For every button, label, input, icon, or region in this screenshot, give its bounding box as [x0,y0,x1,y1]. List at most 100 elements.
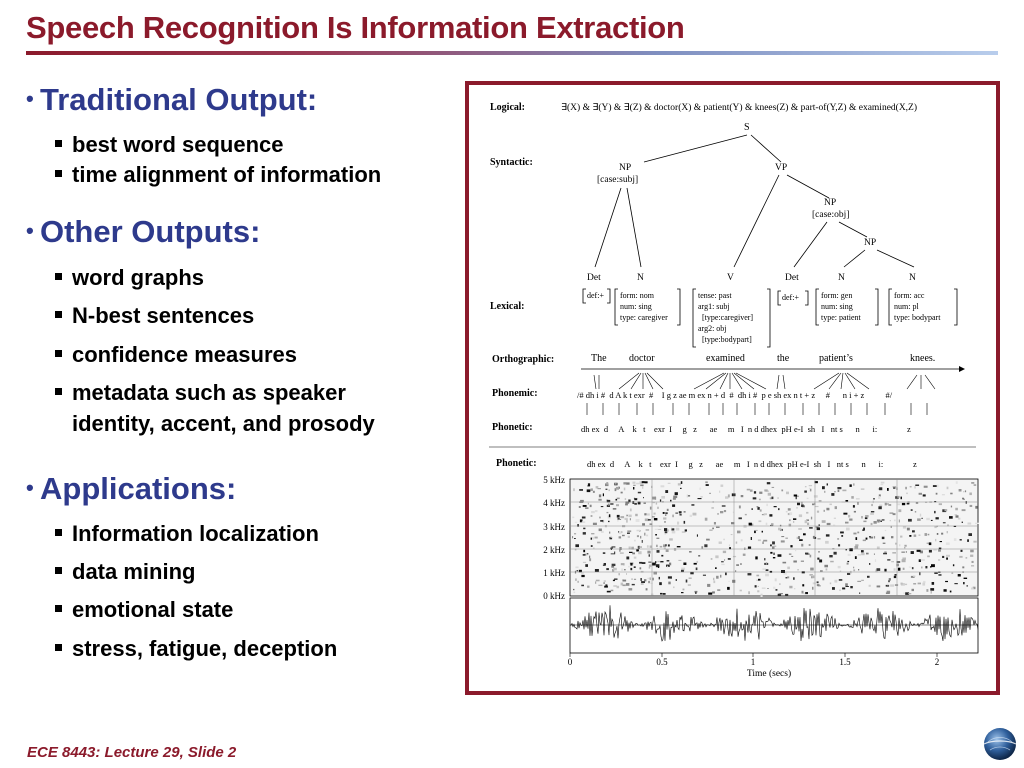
list-item: word graphs [55,262,204,293]
svg-text:form: gen: form: gen [821,291,852,300]
svg-text:1 kHz: 1 kHz [543,568,565,578]
word-the: The [591,353,607,364]
list-item: data mining [55,556,195,587]
svg-text:0 kHz: 0 kHz [543,591,565,601]
title-underline [26,51,998,55]
bullet-dot-icon: • [26,86,34,111]
list-item: best word sequence [55,129,284,160]
timeline-arrow-icon [959,366,965,372]
list-item: emotional state [55,594,233,625]
bullet-dot-icon: • [26,218,34,243]
svg-text:type: patient: type: patient [821,313,862,322]
svg-text:0: 0 [568,657,573,667]
svg-text:type: caregiver: type: caregiver [620,313,668,322]
tree-leaf-n2: N [838,273,845,283]
svg-text:num: sing: num: sing [821,302,853,311]
word-knees: knees. [910,353,935,364]
svg-text:[type:caregiver]: [type:caregiver] [702,313,753,322]
logical-label: Logical: [490,102,525,113]
svg-text:[type:bodypart]: [type:bodypart] [702,335,752,344]
svg-text:3 kHz: 3 kHz [543,522,565,532]
phoneme-phone-ticks [586,403,928,415]
section-heading-applications: •Applications: [26,471,237,506]
svg-text:4 kHz: 4 kHz [543,498,565,508]
tree-leaf-n3: N [909,273,916,283]
square-bullet-icon [55,140,62,147]
square-bullet-icon [55,273,62,280]
word-doctor: doctor [629,353,655,364]
square-bullet-icon [55,388,62,395]
phonetic-transcription-2: dh ex d A k t exr I g z ae m I n d dhex … [587,459,917,469]
tree-leaf-det2: Det [785,273,799,283]
square-bullet-icon [55,644,62,651]
svg-text:0.5: 0.5 [656,657,668,667]
tree-feature-subj: [case:subj] [597,175,638,185]
svg-text:num: sing: num: sing [620,302,652,311]
word-examined: examined [706,353,745,364]
list-item: Information localization [55,518,319,549]
phonetic-label-2: Phonetic: [496,458,537,469]
frequency-axis: 5 kHz 4 kHz 3 kHz 2 kHz 1 kHz 0 kHz [543,475,565,601]
lexical-brackets [582,288,958,348]
tree-node-np-subj: NP [619,163,631,173]
list-item: stress, fatigue, deception [55,633,337,664]
word-patients: patient’s [819,353,853,364]
svg-text:tense: past: tense: past [698,291,732,300]
word-the-2: the [777,353,790,364]
tree-leaf-det1: Det [587,273,601,283]
tree-node-np-obj: NP [824,198,836,208]
phonemic-label: Phonemic: [492,388,538,399]
slide-title: Speech Recognition Is Information Extrac… [26,10,685,45]
phonetic-transcription: dh ex d A k t exr I g z ae m I n d dhex … [581,424,911,434]
svg-text:def:+: def:+ [587,291,604,300]
svg-text:5 kHz: 5 kHz [543,475,565,485]
square-bullet-icon [55,350,62,357]
spectrogram-gridlines [570,479,978,596]
phonemic-transcription: /# dh i # d A k t exr # I g z ae m ex n … [577,390,893,400]
tree-node-s: S [744,122,750,133]
square-bullet-icon [55,567,62,574]
phonetic-label: Phonetic: [492,422,533,433]
svg-text:2 kHz: 2 kHz [543,545,565,555]
time-axis-ticks [569,653,938,657]
figure-canvas: Logical: ∃(X) & ∃(Y) & ∃(Z) & doctor(X) … [489,102,979,679]
slide-footer: ECE 8443: Lecture 29, Slide 2 [27,744,237,761]
section-heading-traditional: •Traditional Output: [26,82,318,117]
list-item: time alignment of information [55,159,381,190]
square-bullet-icon [55,529,62,536]
svg-text:def:+: def:+ [782,293,799,302]
lexical-label: Lexical: [490,301,524,312]
svg-text:1: 1 [751,657,756,667]
svg-text:form: acc: form: acc [894,291,925,300]
waveform [569,597,979,654]
tree-node-np-inner: NP [864,238,876,248]
svg-text:type: bodypart: type: bodypart [894,313,941,322]
tree-leaf-n1: N [637,273,644,283]
svg-text:form: nom: form: nom [620,291,655,300]
lexical-feature-structures: def:+ form: nom num: sing type: caregive… [587,291,941,344]
tree-edges [594,134,915,268]
section-heading-other: •Other Outputs: [26,214,261,249]
logical-formula: ∃(X) & ∃(Y) & ∃(Z) & doctor(X) & patient… [561,102,917,113]
list-item: confidence measures [55,339,297,370]
square-bullet-icon [55,605,62,612]
svg-text:arg1: subj: arg1: subj [698,302,730,311]
svg-text:num: pl: num: pl [894,302,919,311]
syntactic-label: Syntactic: [490,157,533,168]
svg-text:2: 2 [935,657,940,667]
spectrogram [569,478,979,597]
tree-leaf-v: V [727,273,734,283]
svg-text:arg2: obj: arg2: obj [698,324,727,333]
orthographic-label: Orthographic: [492,354,554,365]
list-item: N-best sentences [55,300,254,331]
time-axis-labels: 0 0.5 1 1.5 2 [568,657,940,667]
grapheme-phoneme-arrows [593,372,936,390]
tree-feature-obj: [case:obj] [812,210,849,220]
time-axis-title: Time (secs) [747,668,791,679]
linguistic-analysis-figure: Logical: ∃(X) & ∃(Y) & ∃(Z) & doctor(X) … [465,81,1000,695]
square-bullet-icon [55,170,62,177]
tree-node-vp: VP [775,163,787,173]
svg-text:1.5: 1.5 [839,657,851,667]
bullet-dot-icon: • [26,475,34,500]
